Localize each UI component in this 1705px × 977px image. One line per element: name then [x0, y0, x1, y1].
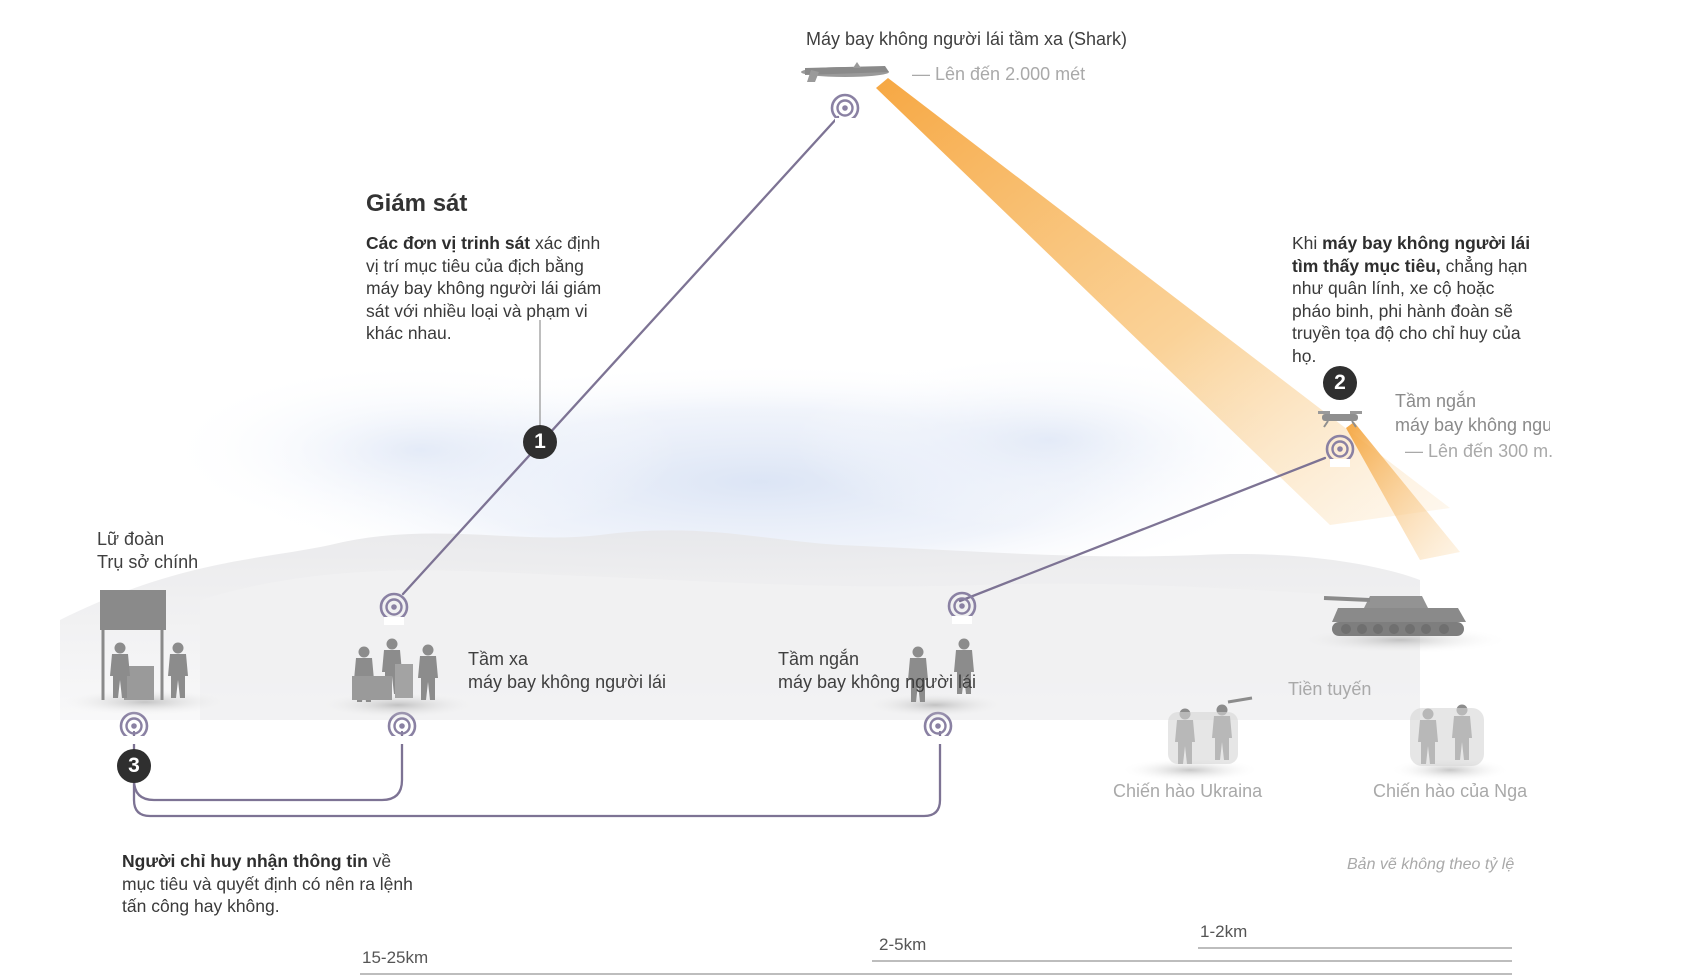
tank-icon: [1323, 596, 1466, 636]
scale-note: Bản vẽ không theo tỷ lệ: [1347, 856, 1515, 873]
long-range-team-label-1: Tầm xa: [468, 649, 529, 669]
target-found-rest: chẳng hạn như quân lính, xe cộ hoặc pháo…: [1292, 255, 1528, 366]
long-range-team-label-2: máy bay không người lái: [468, 672, 666, 692]
target-found-bold: máy bay không người lái tìm thấy mục tiê…: [1292, 233, 1531, 276]
short-range-drone-icon: [1318, 411, 1362, 428]
short-range-drone-label-2: máy bay không ngư: [1395, 415, 1550, 435]
surveillance-title: Giám sát: [366, 190, 468, 217]
commander-text-rest: về mục tiêu và quyết định có nên ra lệnh…: [122, 851, 413, 916]
flag-board-icon: [100, 590, 166, 700]
soldier-figure-icon: [110, 638, 1484, 766]
surveillance-description: Các đơn vị trinh sát xác định vị trí mục…: [366, 232, 606, 345]
long-range-drone-label: Máy bay không người lái tầm xa (Shark): [806, 29, 1127, 49]
frontline-label: Tiền tuyến: [1288, 679, 1372, 699]
short-range-drone-beam: [1346, 422, 1460, 560]
long-range-drone-icon: [801, 62, 889, 82]
distance-mid-label: 2-5km: [879, 935, 927, 954]
antenna-signal-icon: [119, 711, 149, 746]
step-badge-1: 1: [523, 425, 557, 459]
hq-label-2: Trụ sở chính: [97, 552, 199, 572]
target-found-pre: Khi: [1292, 233, 1323, 253]
short-range-team-label-1: Tầm ngắn: [778, 649, 860, 669]
short-range-altitude: — Lên đến 300 m.: [1405, 441, 1554, 461]
surveillance-text-bold: Các đơn vị trinh sát: [366, 233, 531, 253]
commander-description: Người chỉ huy nhận thông tin về mục tiêu…: [122, 850, 422, 918]
hq-label-1: Lữ đoàn: [97, 529, 165, 549]
ukraine-trench-label: Chiến hào Ukraina: [1113, 781, 1263, 801]
long-range-altitude: — Lên đến 2.000 mét: [912, 64, 1086, 84]
antenna-signal-icon: [830, 93, 860, 128]
distance-far-label: 15-25km: [362, 948, 429, 967]
russia-trench-label: Chiến hào của Nga: [1373, 781, 1528, 801]
step-badge-3: 3: [117, 749, 151, 783]
short-range-drone-label-1: Tầm ngắn: [1395, 391, 1477, 411]
short-range-team-label-2: máy bay không người lái: [778, 672, 976, 692]
step-badge-2: 2: [1323, 366, 1357, 400]
target-found-description: Khi máy bay không người lái tìm thấy mục…: [1292, 232, 1536, 367]
surveillance-text-rest: xác định vị trí mục tiêu của địch bằng m…: [366, 233, 602, 343]
long-range-drone-beam: [876, 78, 1450, 525]
commander-text-bold: Người chỉ huy nhận thông tin: [122, 851, 368, 871]
distance-near-label: 1-2km: [1200, 922, 1248, 941]
communication-links: [132, 115, 1327, 818]
